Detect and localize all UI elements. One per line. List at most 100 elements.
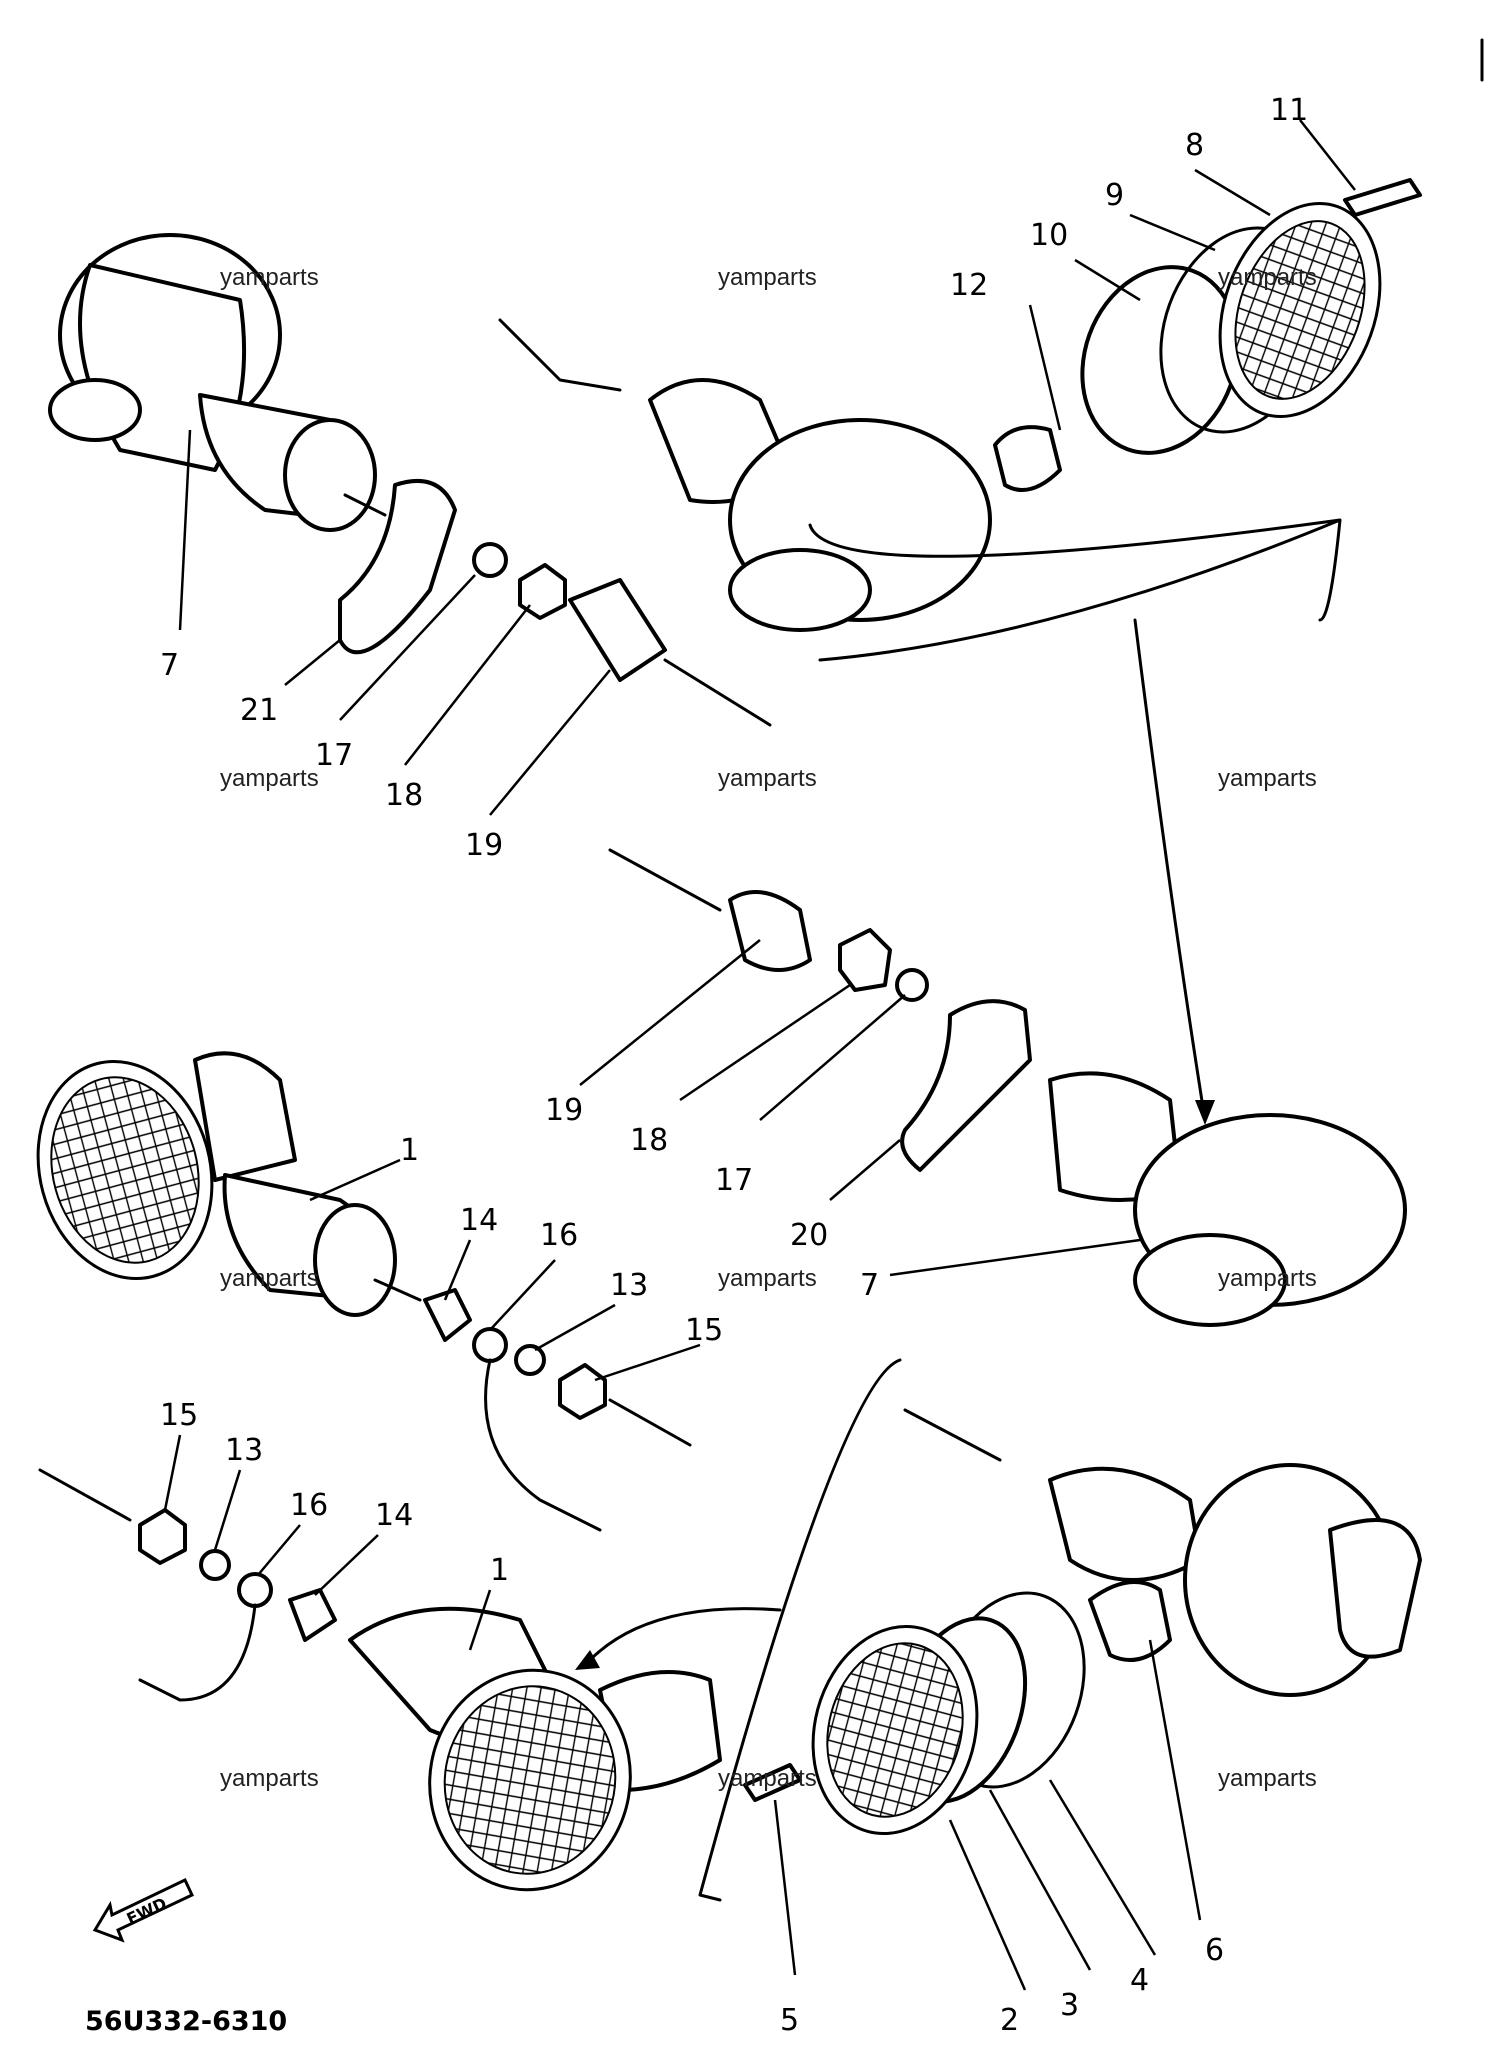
wire-lead bbox=[498, 318, 622, 392]
flasher-lens-cap bbox=[728, 548, 872, 632]
watermark-text: yamparts bbox=[220, 765, 319, 792]
callout-11: 11 bbox=[1270, 93, 1308, 128]
callout-9: 9 bbox=[1105, 178, 1124, 213]
callout-8: 8 bbox=[1185, 128, 1204, 163]
callout-17-mid: 17 bbox=[715, 1163, 753, 1198]
watermark-text: yamparts bbox=[1218, 1265, 1317, 1292]
group-bracket bbox=[808, 518, 1342, 662]
callout-16-bottom: 16 bbox=[290, 1488, 328, 1523]
arrow-head bbox=[1195, 1100, 1215, 1125]
terminal-16 bbox=[472, 1327, 508, 1363]
mount-bracket-21 bbox=[338, 478, 457, 655]
housing-back bbox=[1328, 1518, 1422, 1659]
callout-14-mid: 14 bbox=[460, 1203, 498, 1238]
wire-lead bbox=[903, 1408, 1002, 1462]
mount-stud bbox=[343, 493, 387, 517]
lens-pattern bbox=[1234, 220, 1366, 400]
callout-13-bottom: 13 bbox=[225, 1433, 263, 1468]
washer-13 bbox=[199, 1549, 231, 1581]
socket-19 bbox=[568, 578, 667, 682]
callout-6: 6 bbox=[1205, 1933, 1224, 1968]
flasher-back bbox=[193, 1051, 297, 1182]
arrow-head bbox=[575, 1650, 600, 1670]
lens-pattern bbox=[50, 1076, 200, 1264]
watermark-text: yamparts bbox=[220, 1265, 319, 1292]
callout-1-mid: 1 bbox=[400, 1133, 419, 1168]
callout-7-top: 7 bbox=[160, 648, 179, 683]
flasher-lens-cap bbox=[48, 378, 142, 442]
front-flasher-right-assembly bbox=[38, 1468, 782, 1892]
screw-11 bbox=[1343, 178, 1422, 217]
callout-16-mid: 16 bbox=[540, 1218, 578, 1253]
rear-flasher-left-assembly bbox=[48, 233, 772, 727]
watermark-text: yamparts bbox=[220, 1765, 319, 1792]
wire-lead bbox=[663, 658, 772, 727]
lens-pattern bbox=[826, 1642, 964, 1818]
watermark-text: yamparts bbox=[220, 264, 319, 291]
flasher-stem-end bbox=[283, 418, 377, 532]
middle-right-flasher-assembly bbox=[608, 848, 1407, 1327]
flasher-stem bbox=[1048, 1466, 1202, 1582]
watermark-text: yamparts bbox=[1218, 765, 1317, 792]
wire-lead bbox=[38, 1468, 132, 1522]
flasher-lens-cap bbox=[1133, 1233, 1287, 1327]
watermark-text: yamparts bbox=[718, 264, 817, 291]
nut-15 bbox=[558, 1363, 607, 1420]
callout-4: 4 bbox=[1130, 1963, 1149, 1998]
spacer-14 bbox=[423, 1288, 472, 1342]
lens-pattern bbox=[443, 1685, 617, 1875]
group-bracket bbox=[698, 1358, 902, 1902]
watermark-text: yamparts bbox=[718, 1765, 817, 1792]
callout-18-mid: 18 bbox=[630, 1123, 668, 1158]
watermark-text: yamparts bbox=[1218, 1765, 1317, 1792]
bulb-6 bbox=[1088, 1580, 1172, 1662]
callout-19-mid: 19 bbox=[545, 1093, 583, 1128]
callout-21: 21 bbox=[240, 693, 278, 728]
callout-5: 5 bbox=[780, 2003, 799, 2038]
forward-direction-arrow: FWD bbox=[92, 1877, 194, 1943]
front-flasher-left-assembly bbox=[36, 1051, 692, 1532]
fwd-arrow-icon bbox=[92, 1877, 194, 1943]
callout-20: 20 bbox=[790, 1218, 828, 1253]
callout-7-mid: 7 bbox=[860, 1268, 879, 1303]
callout-15-bottom: 15 bbox=[160, 1398, 198, 1433]
watermark-text: yamparts bbox=[718, 1265, 817, 1292]
ground-wire bbox=[138, 1603, 257, 1702]
callout-18-top: 18 bbox=[385, 778, 423, 813]
nut-15 bbox=[138, 1508, 187, 1565]
watermark-text: yamparts bbox=[718, 765, 817, 792]
callout-labels: 11 8 9 10 12 7 21 17 18 19 19 18 17 20 7… bbox=[160, 93, 1308, 2038]
mount-stud bbox=[373, 1278, 422, 1302]
nut-18 bbox=[838, 928, 892, 992]
nut-18 bbox=[518, 563, 567, 620]
watermark-text: yamparts bbox=[1218, 264, 1317, 291]
terminal-16 bbox=[237, 1572, 273, 1608]
callout-17-top: 17 bbox=[315, 738, 353, 773]
flasher-stem-end bbox=[313, 1203, 397, 1317]
washer-17 bbox=[895, 968, 929, 1002]
washer-17 bbox=[472, 542, 508, 578]
assembly-arrow bbox=[588, 1607, 782, 1662]
callout-14-bottom: 14 bbox=[375, 1498, 413, 1533]
callout-2: 2 bbox=[1000, 2003, 1019, 2038]
rear-flasher-right-assembly bbox=[498, 178, 1422, 1125]
ground-wire bbox=[484, 1358, 602, 1532]
callout-10: 10 bbox=[1030, 218, 1068, 253]
diagram-code: 56U332-6310 bbox=[85, 2006, 287, 2037]
callout-12: 12 bbox=[950, 268, 988, 303]
socket-19 bbox=[728, 890, 812, 972]
leader-lines bbox=[163, 119, 1356, 1991]
bulb-12 bbox=[993, 425, 1062, 492]
front-flasher-exploded-assembly bbox=[698, 1358, 1422, 1902]
callout-13-mid: 13 bbox=[610, 1268, 648, 1303]
screw-5 bbox=[743, 1763, 802, 1802]
mount-bracket-20 bbox=[900, 999, 1032, 1172]
washer-13 bbox=[514, 1344, 546, 1376]
wire-lead bbox=[608, 1398, 692, 1447]
callout-1-bottom: 1 bbox=[490, 1553, 509, 1588]
spacer-14 bbox=[288, 1588, 337, 1642]
callout-15-mid: 15 bbox=[685, 1313, 723, 1348]
callout-19-top: 19 bbox=[465, 828, 503, 863]
callout-3: 3 bbox=[1060, 1988, 1079, 2023]
